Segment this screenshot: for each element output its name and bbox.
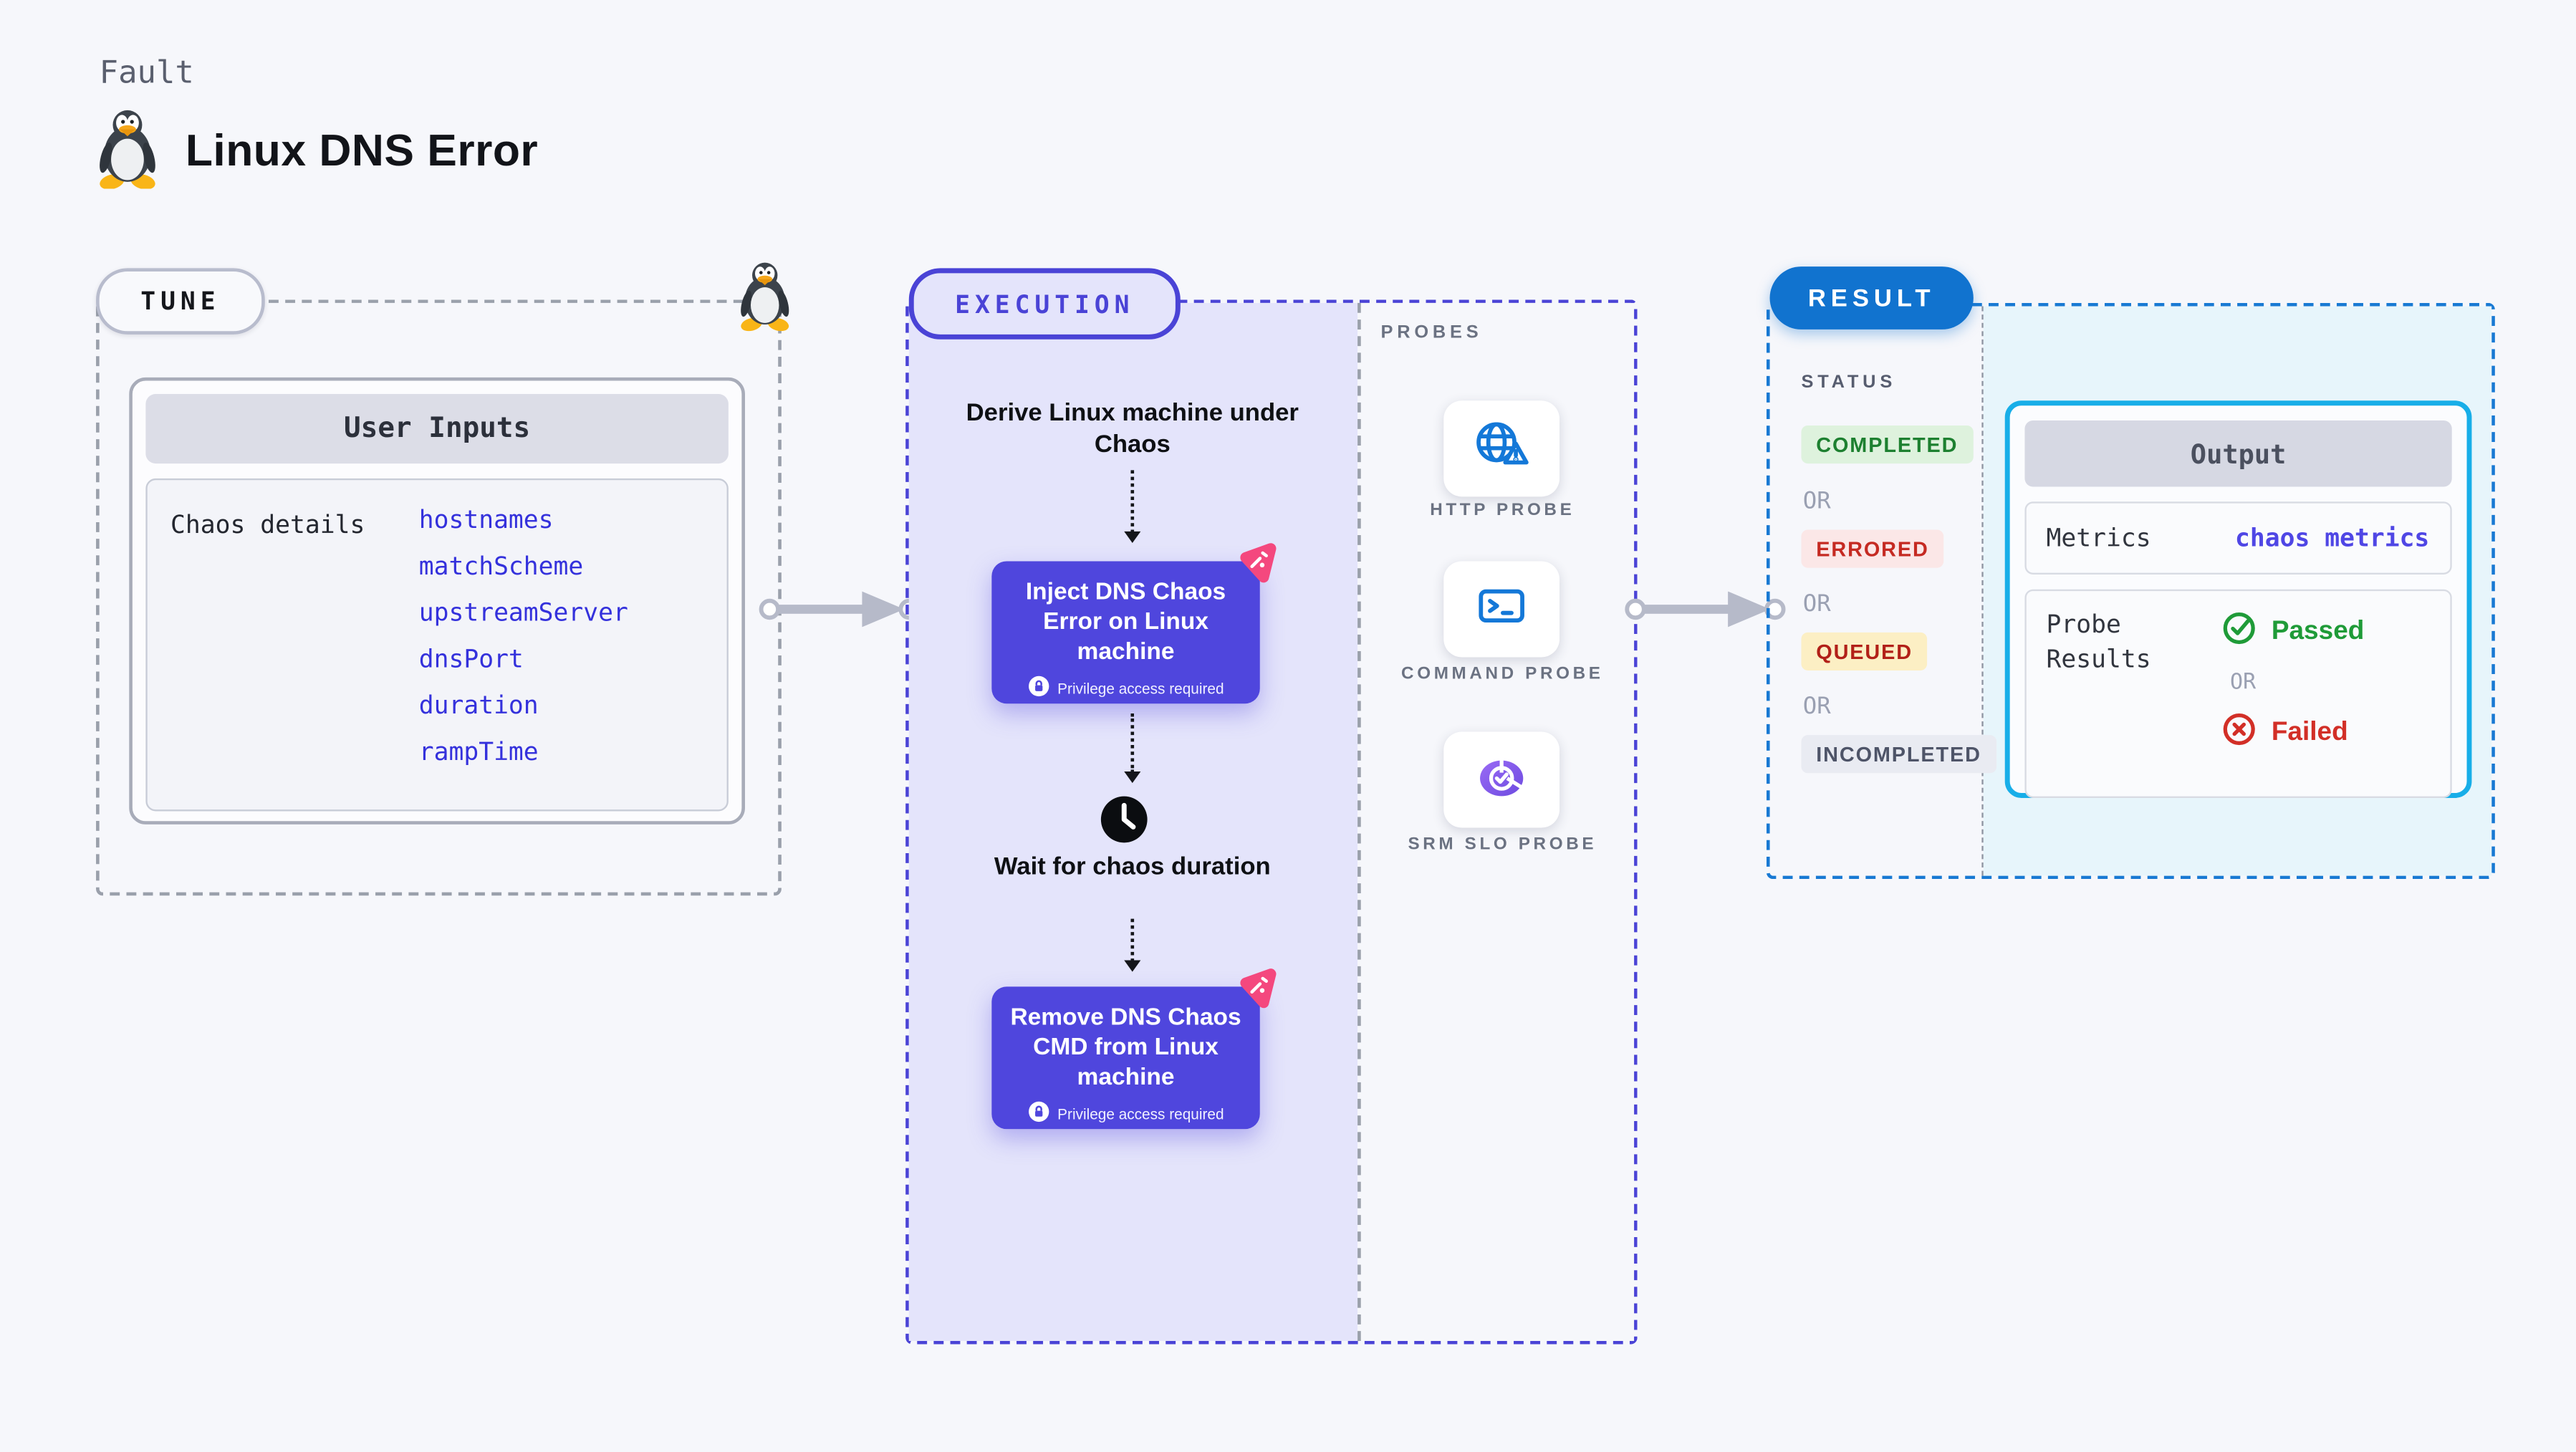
fault-kicker: Fault [99, 54, 194, 92]
output-header: Output [2024, 420, 2452, 487]
chaos-params-list: hostnames matchScheme upstreamServer dns… [419, 505, 628, 809]
param-dnsport: dnsPort [418, 644, 524, 674]
param-ramptime: rampTime [418, 736, 539, 767]
terminal-icon [1472, 580, 1532, 638]
derive-step-label: Derive Linux machine under Chaos [966, 398, 1299, 459]
probes-panel: PROBES HTTP PROBE [1357, 302, 1635, 1341]
chaos-details-label: Chaos details [170, 509, 365, 540]
or-separator: OR [2230, 670, 2257, 696]
or-separator: OR [1802, 693, 1831, 721]
result-badge: RESULT [1769, 266, 1974, 330]
result-section: STATUS COMPLETED OR ERRORED OR QUEUED OR… [1766, 302, 2495, 880]
tune-badge: TUNE [96, 268, 265, 335]
passed-label: Passed [2271, 617, 2365, 646]
status-incompleted-badge: INCOMPLETED [1801, 735, 1996, 774]
param-hostnames: hostnames [418, 504, 554, 535]
result-divider [1981, 306, 1984, 876]
param-upstreamserver: upstreamServer [418, 597, 628, 628]
probe-results-values: Passed OR Failed [2221, 611, 2364, 780]
execution-lane: Derive Linux machine under Chaos Inject … [908, 302, 1358, 1341]
inject-dns-chaos-node: Inject DNS Chaos Error on Linux machine … [991, 543, 1277, 704]
globe-warning-icon [1470, 418, 1533, 480]
chaos-fault-icon [1236, 542, 1279, 585]
remove-dns-chaos-node: Remove DNS Chaos CMD from Linux machine … [991, 968, 1277, 1130]
metrics-row: Metrics chaos metrics [2024, 501, 2452, 574]
or-separator: OR [1802, 488, 1831, 515]
failed-label: Failed [2271, 718, 2348, 747]
flow-arrow-3 [1123, 918, 1143, 981]
privilege-note-text: Privilege access required [1057, 679, 1224, 696]
probe-results-label: Probe Results [2046, 609, 2151, 674]
privilege-note: Privilege access required [1005, 1101, 1246, 1126]
or-separator: OR [1802, 591, 1831, 618]
tune-section [96, 299, 782, 896]
user-inputs-table: User Inputs Chaos details hostnames matc… [129, 377, 745, 824]
x-circle-icon [2221, 712, 2257, 755]
lock-icon [1028, 1101, 1049, 1126]
command-probe-label: COMMAND PROBE [1401, 663, 1604, 684]
title-row: Linux DNS Error [92, 106, 538, 197]
inject-step-label: Inject DNS Chaos Error on Linux machine [1025, 579, 1226, 666]
page-title: Linux DNS Error [185, 125, 539, 176]
param-matchscheme: matchScheme [418, 551, 584, 582]
lock-icon [1028, 675, 1049, 701]
tux-icon-small [735, 259, 794, 340]
failed-status: Failed [2221, 712, 2364, 755]
http-probe-label: HTTP PROBE [1430, 499, 1575, 520]
probes-label: PROBES [1380, 322, 1483, 343]
command-probe-card [1443, 561, 1560, 658]
probe-results-row: Probe Results Passed OR [2024, 589, 2452, 798]
execution-to-result-arrow [1624, 587, 1786, 639]
metrics-value: chaos metrics [2234, 523, 2430, 553]
status-completed-badge: COMPLETED [1801, 425, 1974, 464]
output-card: Output Metrics chaos metrics Probe Resul… [2004, 400, 2472, 798]
status-errored-badge: ERRORED [1801, 529, 1944, 568]
user-inputs-body: Chaos details hostnames matchScheme upst… [145, 478, 729, 812]
flow-arrow-2 [1123, 713, 1143, 792]
status-label: STATUS [1801, 372, 1897, 393]
user-inputs-header: User Inputs [145, 394, 729, 464]
privilege-note-text: Privilege access required [1057, 1105, 1224, 1122]
privilege-note: Privilege access required [1005, 675, 1246, 701]
slo-donut-icon [1472, 747, 1532, 812]
http-probe-card [1443, 400, 1560, 497]
status-queued-badge: QUEUED [1801, 632, 1928, 670]
srm-slo-probe-label: SRM SLO PROBE [1408, 834, 1597, 855]
chaos-fault-icon [1236, 967, 1279, 1010]
passed-status: Passed [2221, 611, 2364, 654]
clock-icon [1100, 794, 1149, 844]
metrics-label: Metrics [2046, 523, 2151, 553]
remove-step-label: Remove DNS Chaos CMD from Linux machine [1010, 1004, 1241, 1092]
linux-tux-icon [92, 106, 162, 197]
param-duration: duration [418, 690, 539, 721]
tune-to-execution-arrow [758, 587, 920, 639]
wait-step-label: Wait for chaos duration [994, 852, 1271, 881]
execution-badge: EXECUTION [908, 268, 1181, 340]
check-circle-icon [2221, 611, 2257, 654]
flow-arrow-1 [1123, 470, 1143, 551]
srm-slo-probe-card [1443, 731, 1560, 828]
execution-section: Derive Linux machine under Chaos Inject … [905, 299, 1638, 1345]
